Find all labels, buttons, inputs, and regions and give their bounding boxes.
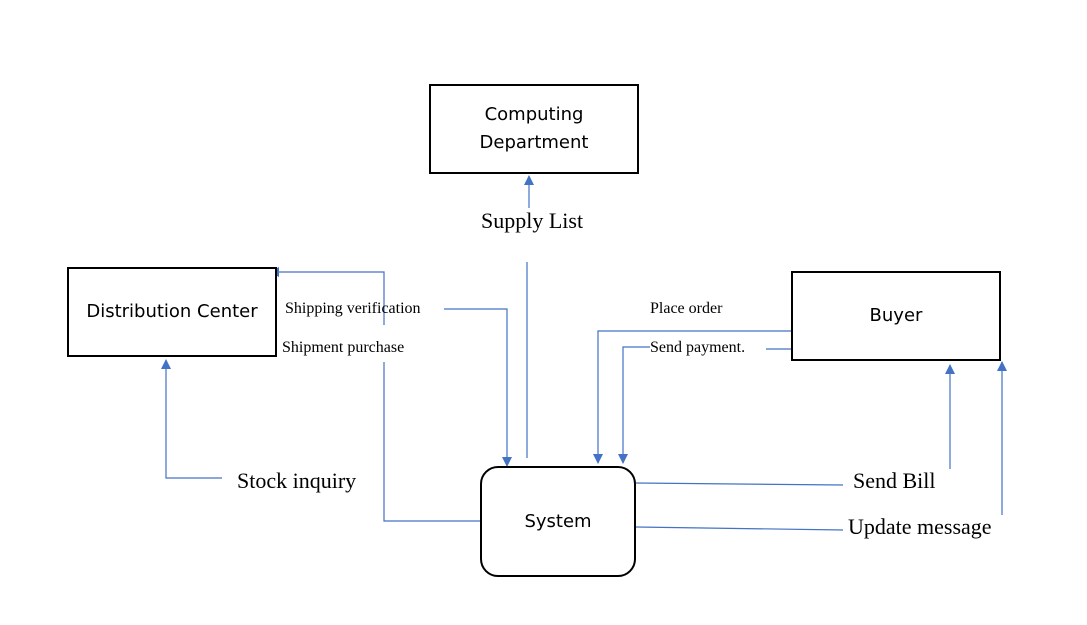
computing-department-box: Computing Department: [429, 84, 639, 174]
buyer-label: Buyer: [869, 305, 923, 326]
update-message-arrow: [635, 526, 844, 531]
send-payment-label: Send payment.: [650, 339, 746, 356]
computing-department-label-line1: Computing: [484, 104, 584, 125]
shipping-verification-arrow-to-distribution: [269, 267, 385, 325]
shipment-purchase-label: Shipment purchase: [282, 339, 405, 356]
place-order-arrow: [593, 330, 792, 464]
shipment-purchase-line: [383, 362, 480, 522]
supply-list-label: Supply List: [481, 208, 584, 233]
update-message-label: Update message: [848, 514, 992, 539]
system-box: System: [480, 466, 636, 577]
distribution-center-label: Distribution Center: [86, 301, 258, 322]
shipping-verification-label: Shipping verification: [285, 300, 421, 317]
system-label: System: [524, 510, 592, 532]
stock-inquiry-label: Stock inquiry: [237, 468, 357, 493]
place-order-label: Place order: [650, 300, 723, 317]
computing-department-label-line2: Department: [479, 132, 589, 153]
send-payment-arrow-2: [618, 346, 650, 464]
buyer-box: Buyer: [791, 271, 1001, 361]
shipping-verification-arrow-to-system: [444, 308, 512, 467]
distribution-center-box: Distribution Center: [67, 267, 277, 357]
stock-inquiry-arrow: [161, 359, 222, 479]
send-bill-arrow: [635, 482, 844, 486]
send-bill-label: Send Bill: [853, 468, 936, 493]
